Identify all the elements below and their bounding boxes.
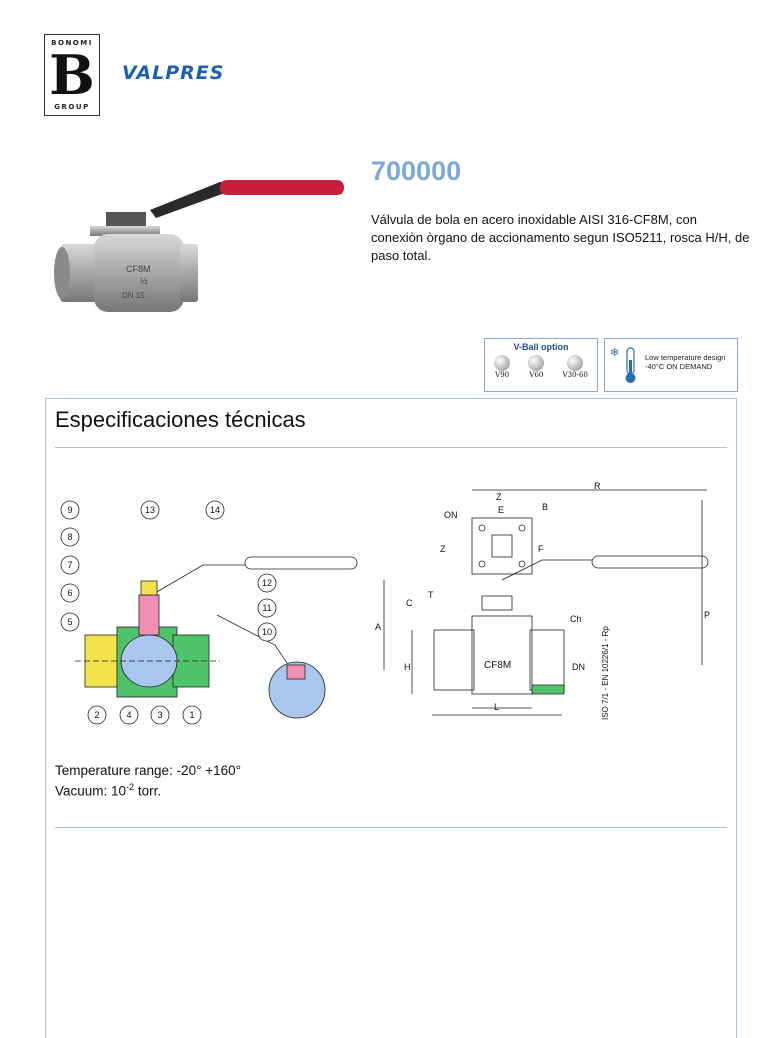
vacuum-rating: Vacuum: 10-2 torr. [55, 782, 161, 799]
callout: 9 [60, 500, 80, 520]
vball-label: V90 [495, 371, 510, 379]
vball-label: V30-60 [562, 371, 588, 379]
svg-text:❄: ❄ [610, 347, 619, 359]
body-mark: CF8M [484, 660, 511, 671]
callout: 14 [205, 500, 225, 520]
dim-ON: ON [444, 510, 458, 520]
dim-H: H [404, 662, 411, 672]
svg-text:7: 7 [67, 560, 72, 570]
callout: 7 [60, 555, 80, 575]
callout: 1 [182, 705, 202, 725]
dim-Ch: Ch [570, 614, 582, 624]
dim-Z2: Z [440, 544, 446, 554]
vacuum-suffix: torr. [134, 783, 162, 799]
vball-label: V60 [529, 371, 544, 379]
product-model: 700000 [371, 156, 462, 186]
specs-panel [45, 398, 737, 1038]
callout: 10 [257, 622, 277, 642]
svg-text:6: 6 [67, 588, 72, 598]
valve-photo: CF8M ½ DN 15 [54, 180, 344, 312]
dim-T: T [428, 590, 434, 600]
svg-text:5: 5 [67, 617, 72, 627]
thermometer-icon: ❄ [610, 347, 636, 383]
body-mark-2: ½ [140, 276, 148, 286]
vball-option-badge: V-Ball option V90 V60 V30-60 [484, 338, 598, 392]
dim-A: A [375, 622, 381, 632]
lowtemp-line1: Low temperature design [645, 353, 726, 362]
specs-bottom-divider [55, 827, 727, 828]
callout: 11 [257, 598, 277, 618]
svg-text:13: 13 [145, 505, 155, 515]
dimension-drawing: R Z E B ON Z F T C A P H L Ch DN CF8M IS… [375, 481, 710, 720]
svg-text:12: 12 [262, 578, 272, 588]
dim-C: C [406, 598, 413, 608]
body-mark-1: CF8M [126, 264, 151, 274]
dim-P: P [704, 610, 710, 620]
svg-text:9: 9 [67, 505, 72, 515]
svg-text:10: 10 [262, 627, 272, 637]
callout: 12 [257, 573, 277, 593]
thread-standard: ISO 7/1 - EN 10226/1 - Rp [601, 626, 610, 720]
callout: 5 [60, 612, 80, 632]
bonomi-group-logo: BONOMI B GROUP [44, 34, 100, 116]
callout: 13 [140, 500, 160, 520]
temperature-range: Temperature range: -20° +160° [55, 763, 242, 778]
svg-text:2: 2 [94, 710, 99, 720]
callout: 6 [60, 583, 80, 603]
sectional-drawing: 9 13 14 8 7 12 6 11 5 10 2 4 3 1 [60, 500, 358, 725]
vball-title: V-Ball option [513, 342, 569, 352]
vball-v60: V60 [528, 355, 545, 379]
svg-text:4: 4 [126, 710, 131, 720]
dim-DN: DN [572, 662, 585, 672]
specs-title: Especificaciones técnicas [55, 407, 306, 432]
handle-grip [220, 180, 344, 195]
callout: 2 [87, 705, 107, 725]
callout: 3 [150, 705, 170, 725]
specs-divider [55, 447, 727, 448]
vball-v90: V90 [494, 355, 511, 379]
dim-R: R [594, 481, 601, 491]
dim-Z: Z [496, 492, 502, 502]
vball-v30-60: V30-60 [563, 355, 588, 379]
svg-text:3: 3 [157, 710, 162, 720]
dim-L: L [494, 702, 499, 712]
dim-E: E [498, 505, 504, 515]
logo-top-text: BONOMI [51, 39, 93, 47]
body-mark-3: DN 15 [122, 291, 145, 300]
callout: 4 [119, 705, 139, 725]
vacuum-prefix: Vacuum: 10 [55, 783, 127, 799]
ball-icon [494, 355, 511, 371]
svg-text:11: 11 [262, 603, 271, 613]
callout: 8 [60, 527, 80, 547]
logo-letter: B [49, 43, 95, 107]
svg-text:14: 14 [210, 505, 220, 515]
lowtemp-line2: -40°C ON DEMAND [645, 362, 713, 371]
svg-text:1: 1 [189, 710, 194, 720]
product-description: Válvula de bola en acero inoxidable AISI… [371, 212, 750, 263]
brand-name: VALPRES [122, 62, 225, 84]
svg-text:8: 8 [67, 532, 72, 542]
ball-icon [567, 355, 584, 371]
low-temperature-badge: ❄ Low temperature design -40°C ON DEMAND [604, 338, 738, 392]
dim-B: B [542, 502, 548, 512]
logo-bottom-text: GROUP [54, 103, 90, 111]
ball-icon [528, 355, 545, 371]
vacuum-exponent: -2 [126, 782, 135, 792]
dim-F: F [538, 544, 544, 554]
